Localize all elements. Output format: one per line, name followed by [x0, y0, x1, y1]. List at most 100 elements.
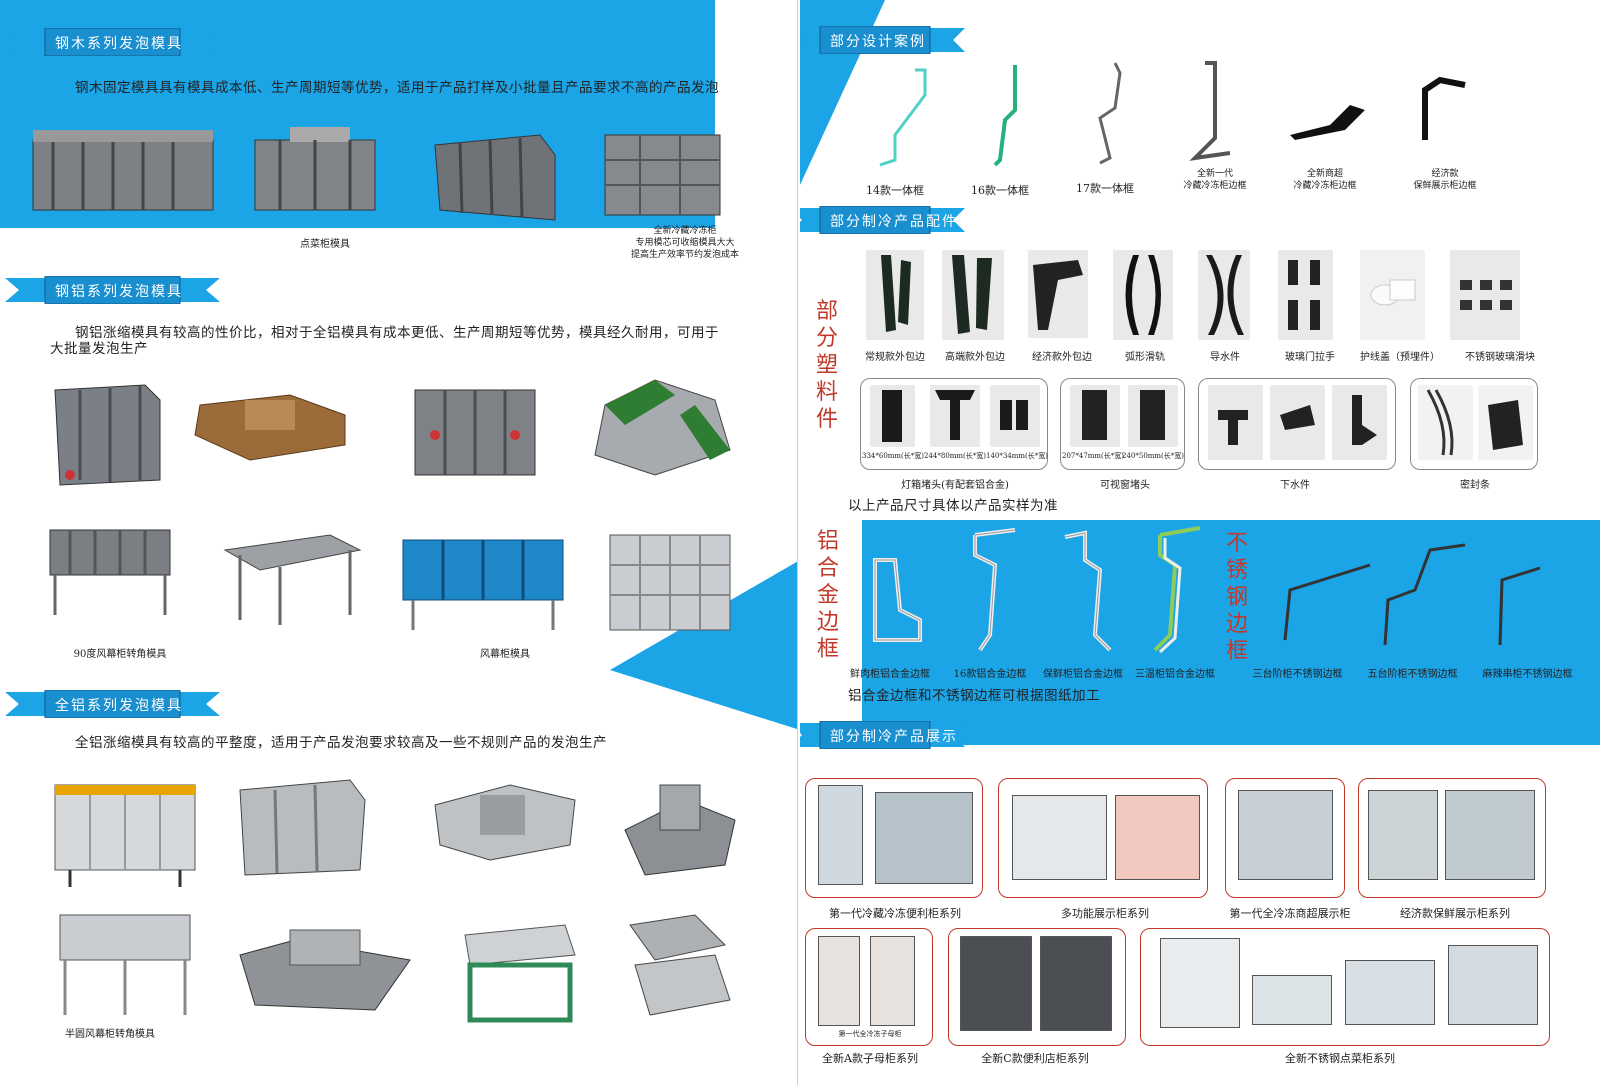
section-title: 部分制冷产品配件	[830, 214, 958, 230]
image-caption: 提高生产效率节约发泡成本	[630, 250, 739, 260]
part-group-box	[1198, 378, 1396, 470]
product-image	[1115, 795, 1200, 880]
frame-caption: 五台阶柜不锈钢边框	[1367, 669, 1458, 680]
section-description: 钢铝涨缩模具有较高的性价比，相对于全铝模具有成本更低、生产周期短等优势，模具经久…	[75, 325, 719, 341]
mold-image	[594, 379, 731, 476]
profile-image	[879, 68, 927, 167]
mold-image	[54, 384, 161, 486]
part-image	[930, 385, 980, 447]
profile-image	[993, 65, 1017, 167]
frame-image	[1498, 566, 1541, 646]
section-ribbon-steel-wood: 钢木系列发泡模具	[5, 28, 220, 56]
part-image	[1278, 250, 1333, 340]
group-caption: 灯箱堵头(有配套铝合金)	[901, 480, 1009, 491]
mold-image	[434, 134, 556, 221]
mold-image	[629, 914, 731, 1016]
product-caption: 全新不锈钢点菜柜系列	[1285, 1052, 1395, 1065]
side-label-stainless: 不锈钢边框	[1225, 531, 1248, 664]
part-image	[1113, 250, 1173, 340]
section-description: 钢木固定模具具有模具成本低、生产周期短等优势，适用于产品打样及小批量且产品要求不…	[75, 80, 719, 96]
image-caption: 全新冷藏冷冻柜	[653, 226, 717, 236]
part-caption: 高端款外包边	[945, 352, 1005, 363]
profile-image	[1098, 62, 1122, 165]
frame-caption: 三温柜铝合金边框	[1135, 669, 1215, 680]
frame-image	[1383, 543, 1466, 646]
part-image	[1270, 385, 1325, 460]
product-image	[875, 792, 973, 884]
frame-image	[873, 558, 922, 642]
product-mini-caption: 第一代全冷冻子母柜	[838, 1030, 902, 1038]
mold-image	[32, 130, 214, 211]
mold-image	[239, 929, 411, 1011]
section-title: 部分制冷产品展示	[830, 729, 958, 745]
part-caption: 玻璃门拉手	[1285, 352, 1335, 363]
product-box	[805, 778, 983, 898]
product-box	[805, 928, 933, 1046]
frame-caption: 16款铝合金边框	[953, 669, 1027, 680]
image-caption: 专用模芯可收缩模具大大	[635, 238, 735, 248]
part-group-box	[1060, 378, 1185, 470]
mold-image	[54, 784, 196, 887]
product-image	[870, 936, 915, 1026]
product-caption: 第一代全冷冻商超展示柜	[1229, 907, 1351, 920]
frame-image	[1064, 530, 1112, 652]
product-caption: 全新C款便利店柜系列	[981, 1052, 1089, 1065]
product-image	[818, 785, 863, 885]
part-image	[1332, 385, 1387, 460]
frame-image	[1153, 526, 1201, 654]
product-image	[1448, 945, 1538, 1025]
frame-caption: 保鲜柜铝合金边框	[1043, 669, 1123, 680]
part-image	[990, 385, 1040, 447]
image-caption: 半圆风幕柜转角模具	[65, 1029, 155, 1040]
mold-image	[239, 779, 366, 876]
part-image	[1070, 385, 1120, 447]
dimension-label: 140*34mm(长*宽)	[986, 452, 1049, 460]
image-caption: 90度风幕柜转角模具	[73, 649, 167, 660]
section-description: 大批量发泡生产	[50, 341, 148, 357]
section-ribbon-accessories: 部分制冷产品配件	[800, 206, 965, 234]
product-image	[818, 936, 860, 1026]
blue-band-middle	[862, 520, 1600, 745]
part-image	[1478, 385, 1533, 460]
group-caption: 可视窗堵头	[1100, 480, 1150, 491]
product-box	[1225, 778, 1345, 898]
frame-note: 铝合金边框和不锈钢边框可根据图纸加工	[848, 688, 1100, 704]
image-caption: 风幕柜模具	[480, 649, 530, 660]
product-image	[1160, 938, 1240, 1028]
section-title: 部分设计案例	[830, 34, 926, 50]
frame-caption: 鲜肉柜铝合金边框	[850, 669, 930, 680]
product-caption: 经济款保鲜展示柜系列	[1400, 907, 1510, 920]
dimension-label: 240*50mm(长*宽)	[1122, 452, 1185, 460]
left-page: 钢木系列发泡模具 钢木固定模具具有模具成本低、生产周期短等优势，适用于产品打样及…	[0, 0, 798, 1085]
product-caption: 第一代冷藏冷冻便利柜系列	[829, 907, 961, 920]
product-box	[1140, 928, 1550, 1046]
product-caption: 多功能展示柜系列	[1061, 907, 1149, 920]
mold-image	[624, 784, 736, 876]
part-image	[1418, 385, 1473, 460]
mold-image	[49, 529, 171, 615]
product-image	[960, 936, 1032, 1031]
part-caption: 导水件	[1210, 352, 1240, 363]
profile-caption: 保鲜展示柜边框	[1413, 181, 1477, 191]
part-image	[1128, 385, 1178, 447]
product-image	[1445, 790, 1535, 880]
part-image	[942, 250, 1004, 340]
part-caption: 不锈钢玻璃滑块	[1465, 352, 1535, 363]
section-ribbon-product-display: 部分制冷产品展示	[800, 721, 965, 749]
dimension-label: 244*80mm(长*宽)	[924, 452, 987, 460]
section-description: 全铝涨缩模具有较高的平整度，适用于产品发泡要求较高及一些不规则产品的发泡生产	[75, 735, 607, 751]
mold-image	[464, 924, 576, 1023]
frame-caption: 麻辣串柜不锈钢边框	[1482, 669, 1573, 680]
image-caption: 点菜柜模具	[300, 239, 350, 250]
side-label-aluminum: 铝合金边框	[816, 529, 839, 662]
profile-caption: 全新一代	[1196, 169, 1233, 179]
product-image	[1012, 795, 1107, 880]
part-caption: 经济款外包边	[1032, 352, 1092, 363]
product-box	[948, 928, 1126, 1046]
section-title: 全铝系列发泡模具	[55, 698, 183, 714]
right-page: 部分设计案例 14款一体框 16款一体框 17款一体框 全新一代 冷藏冷冻柜边框…	[800, 0, 1600, 1085]
section-title: 钢铝系列发泡模具	[55, 284, 183, 300]
profile-caption: 冷藏冷冻柜边框	[1183, 181, 1247, 191]
product-image	[1345, 960, 1435, 1025]
mold-image	[609, 534, 731, 631]
